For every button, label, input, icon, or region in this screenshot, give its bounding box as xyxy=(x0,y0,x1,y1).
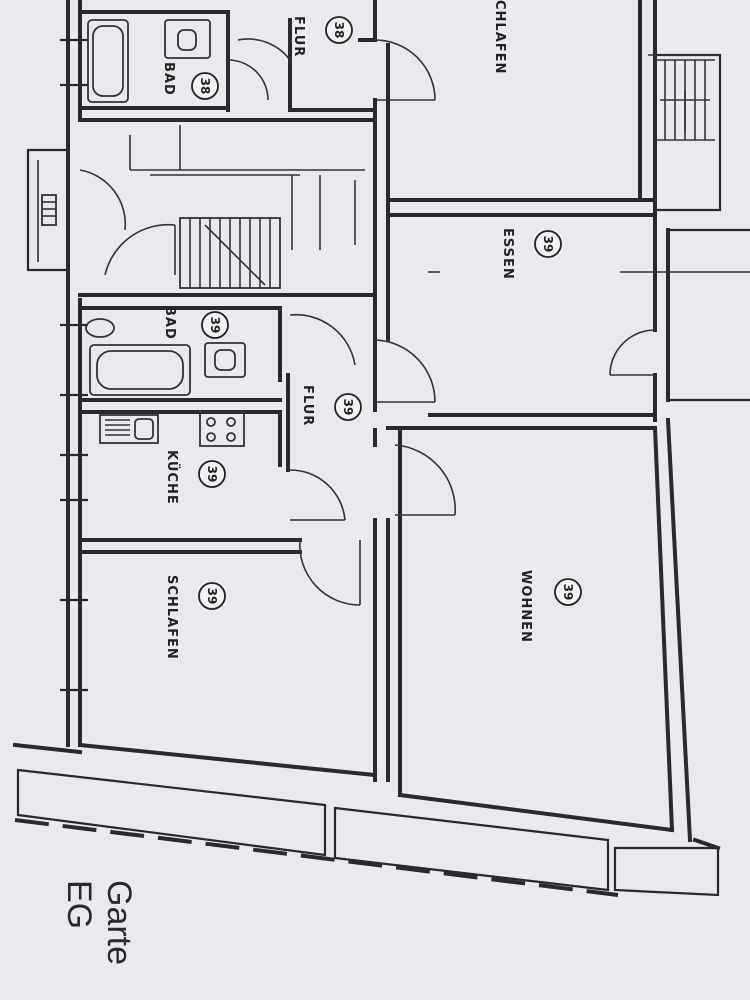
unit-number: 39 xyxy=(208,317,222,334)
room-schlafen-39-badge: 39 xyxy=(198,582,226,610)
stair-steps xyxy=(189,218,271,288)
room-name-bad-39: BAD xyxy=(162,306,177,340)
mailbox-icon xyxy=(41,194,57,226)
burner-icon xyxy=(226,417,236,427)
room-bad-39-badge: 39 xyxy=(201,311,229,339)
room-name-flur-39: FLUR xyxy=(300,385,315,426)
unit-number: 38 xyxy=(332,22,346,39)
bathtub-inner-icon xyxy=(96,350,184,390)
room-labels: 38 BAD 38 FLUR CHLAFEN 39 ESSEN 39 BAD 3… xyxy=(161,0,582,660)
garden-dashed-boundary xyxy=(14,818,619,897)
toilet-icon xyxy=(85,318,115,338)
bathtub-inner-icon xyxy=(92,25,124,97)
unit-number: 39 xyxy=(205,466,219,483)
room-name-kueche: KÜCHE xyxy=(164,450,180,505)
drainboard-icon xyxy=(105,419,130,436)
room-wohnen-badge: 39 xyxy=(554,578,582,606)
room-name-essen: ESSEN xyxy=(500,228,515,280)
sink-basin-icon xyxy=(134,418,154,440)
wall-wohnen-right xyxy=(652,425,675,833)
stairwell xyxy=(41,125,365,289)
walls xyxy=(12,0,750,897)
burner-icon xyxy=(206,432,216,442)
door-swing-icon xyxy=(289,313,356,366)
sink-icon xyxy=(164,19,211,59)
footer-floor-label: EG xyxy=(60,880,98,929)
terrace-corner xyxy=(613,846,720,897)
wall-schlafen39-bottom xyxy=(77,742,378,778)
burner-icon xyxy=(226,432,236,442)
bad-39-fixtures xyxy=(85,313,436,403)
unit-number: 39 xyxy=(205,588,219,605)
sink-basin-icon xyxy=(214,349,236,371)
sink-icon xyxy=(99,414,159,444)
terrace-right xyxy=(333,806,610,892)
door-swing-icon xyxy=(227,59,269,101)
room-flur-39-badge: 39 xyxy=(334,393,362,421)
room-flur-38-badge: 38 xyxy=(325,16,353,44)
door-swing-icon xyxy=(237,38,291,61)
door-swing-icon xyxy=(609,329,656,376)
footer-garden-label: Garte xyxy=(100,880,138,965)
room-bad-38-badge: 38 xyxy=(191,72,219,100)
room-kueche-badge: 39 xyxy=(198,460,226,488)
room-name-schlafen-top: CHLAFEN xyxy=(492,0,507,74)
door-swing-icon xyxy=(374,339,436,403)
unit-number: 38 xyxy=(198,78,212,95)
door-swing-icon xyxy=(289,469,346,521)
door-swing-icon xyxy=(79,169,127,231)
stove-icon xyxy=(199,411,245,447)
kueche-fixtures xyxy=(99,329,656,606)
door-swing-icon xyxy=(299,539,361,606)
wall-wohnen-right-b xyxy=(665,417,693,843)
room-name-wohnen: WOHNEN xyxy=(518,570,533,643)
entrance-protrusion xyxy=(26,148,68,272)
terrace-left xyxy=(16,768,327,857)
wall-outer-bottom-left xyxy=(12,742,83,755)
bathtub-icon xyxy=(87,19,129,103)
exterior-stairs-icon xyxy=(655,59,715,141)
door-swing-icon xyxy=(374,39,436,101)
wall-wohnen-bottom xyxy=(397,792,675,833)
room-name-bad-38: BAD xyxy=(161,62,176,96)
sink-basin-icon xyxy=(177,29,197,51)
door-swing-icon xyxy=(394,444,456,516)
unit-number: 39 xyxy=(341,399,355,416)
burner-icon xyxy=(206,417,216,427)
unit-number: 39 xyxy=(561,584,575,601)
bathtub-icon xyxy=(89,344,191,396)
wall-corner-link xyxy=(692,837,721,851)
unit-38-area xyxy=(78,10,436,112)
unit-number: 39 xyxy=(541,236,555,253)
sink-icon xyxy=(204,342,246,378)
room-name-flur-38: FLUR xyxy=(291,16,306,57)
room-essen-badge: 39 xyxy=(534,230,562,258)
room-name-schlafen-39: SCHLAFEN xyxy=(164,575,179,660)
door-swing-icon xyxy=(104,223,176,276)
